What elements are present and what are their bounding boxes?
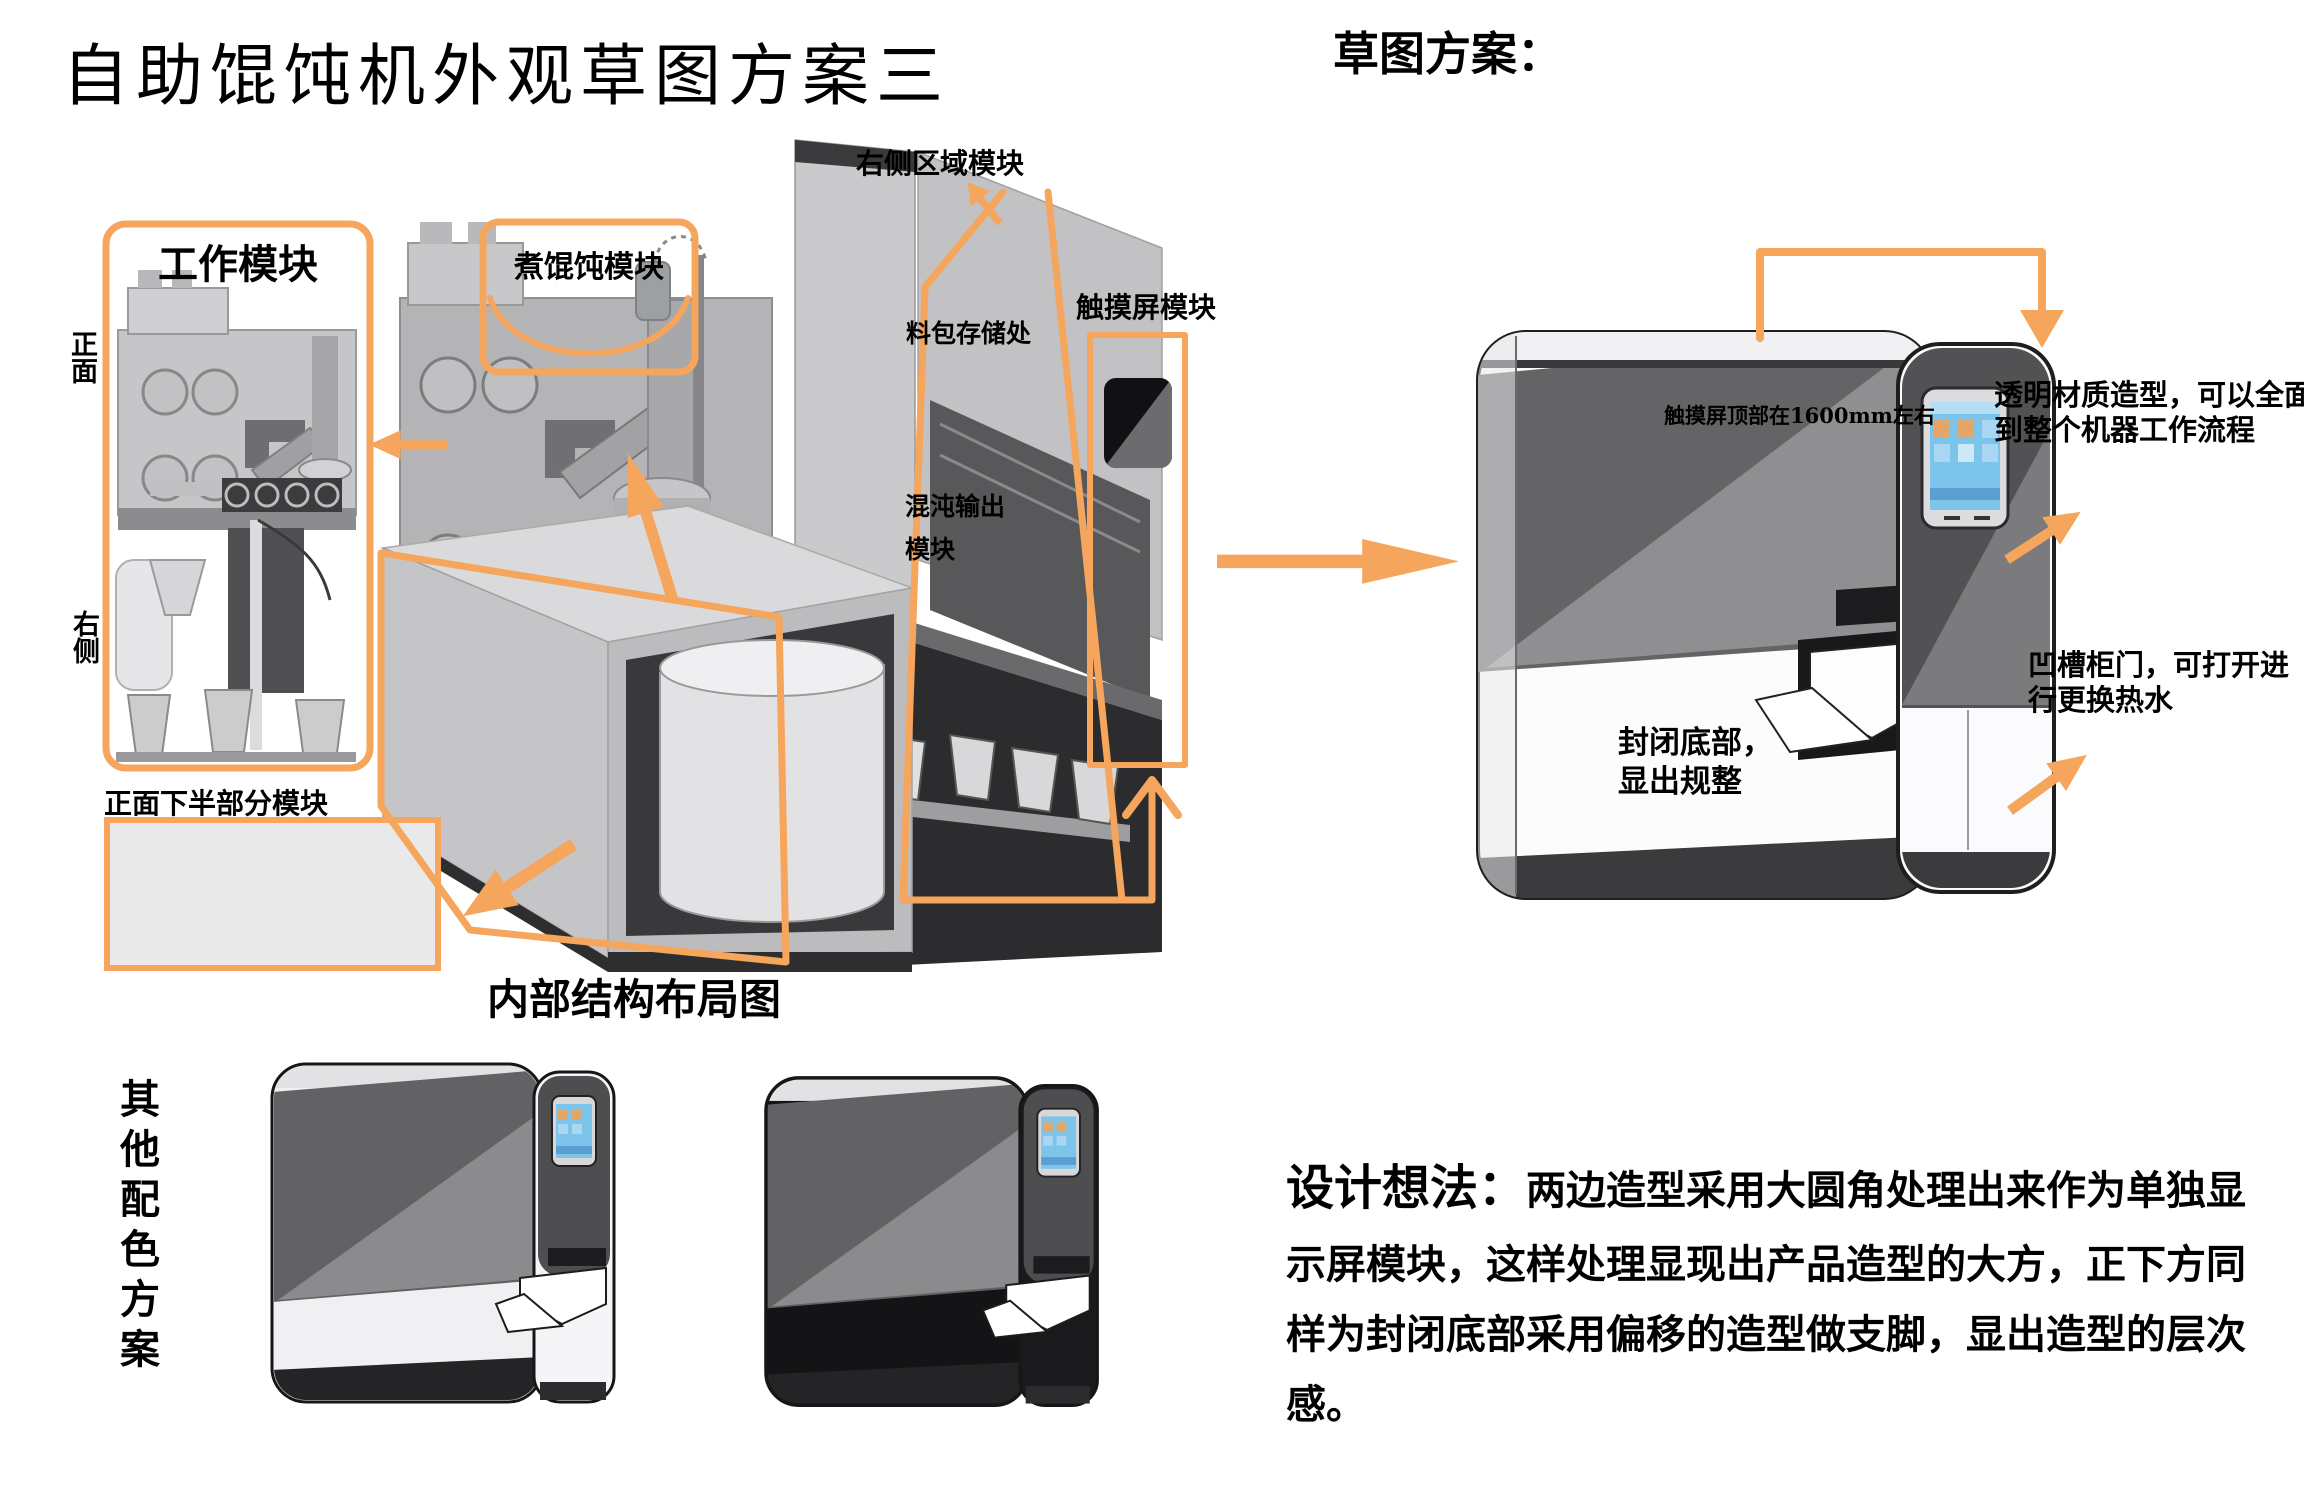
front-lower-module-label: 正面下半部分模块 bbox=[104, 787, 329, 820]
boil-module-arc bbox=[487, 295, 691, 357]
groove-door-note: 凹槽柜门，可打开进行更换热水 bbox=[2028, 648, 2290, 717]
front-lower-box bbox=[104, 817, 441, 971]
right-area-outline-right bbox=[1044, 188, 1126, 904]
annotation-overlays bbox=[102, 174, 2097, 971]
front-view-label: 正面 bbox=[66, 330, 97, 384]
design-idea-heading: 设计想法： bbox=[1286, 1160, 1527, 1216]
internal-layout-caption: 内部结构布局图 bbox=[487, 975, 782, 1024]
lower-module-outline bbox=[377, 549, 790, 966]
wonton-output-label: 混沌输出模块 bbox=[905, 486, 1005, 571]
work-module-right-image bbox=[115, 478, 356, 762]
sketch-machine bbox=[1476, 330, 2056, 900]
work-module-box bbox=[102, 220, 374, 772]
color-variant-black bbox=[766, 1078, 1098, 1408]
top-bracket-arrowhead bbox=[2020, 310, 2064, 348]
touch-module-box bbox=[1087, 332, 1188, 768]
main-flow-arrow bbox=[1217, 539, 1459, 584]
design-idea-note: 设计想法：两边造型采用大圆角处理出来作为单独显示屏模块，这样处理显现出产品造型的… bbox=[1286, 1146, 2276, 1440]
pack-storage-label: 料包存储处 bbox=[906, 319, 1032, 348]
wonton-output-line1: 混沌输出 bbox=[905, 492, 1006, 521]
right-area-outline-left bbox=[899, 188, 1007, 904]
page-title: 自助馄饨机外观草图方案三 bbox=[62, 37, 950, 115]
right-view-label: 右侧 bbox=[68, 610, 99, 664]
touchscreen-icon bbox=[1104, 378, 1172, 468]
touchscreen-phone bbox=[1920, 386, 2010, 530]
design-idea-body: 两边造型采用大圆角处理出来作为单独显示屏模块，这样处理显现出产品造型的大方，正下… bbox=[1286, 1168, 2247, 1428]
other-colors-caption: 其他配色方案 bbox=[113, 1078, 159, 1378]
boil-module-label: 煮馄饨模块 bbox=[514, 250, 664, 285]
screen-height-note: 触摸屏顶部在1600mm左右 bbox=[1664, 403, 1935, 428]
boil-module-box bbox=[479, 218, 699, 376]
wonton-output-line2: 模块 bbox=[905, 534, 956, 564]
touch-connector-line bbox=[899, 784, 1156, 904]
closed-bottom-note: 封闭底部，显出规整 bbox=[1618, 724, 1773, 802]
color-variant-white bbox=[272, 1064, 614, 1404]
top-bracket-line bbox=[1756, 248, 2046, 342]
work-module-label: 工作模块 bbox=[158, 242, 318, 288]
sketch-plan-heading: 草图方案： bbox=[1333, 27, 1563, 81]
transparent-material-note: 透明材质造型，可以全面看到整个机器工作流程 bbox=[1994, 378, 2304, 447]
touch-module-label: 触摸屏模块 bbox=[1076, 291, 1217, 324]
closed-bottom-line1: 封闭底部， bbox=[1618, 725, 1773, 761]
closed-bottom-line2: 显出规整 bbox=[1618, 763, 1742, 800]
touch-up-arrowhead bbox=[1122, 776, 1182, 819]
right-area-module-label: 右侧区域模块 bbox=[856, 147, 1025, 180]
